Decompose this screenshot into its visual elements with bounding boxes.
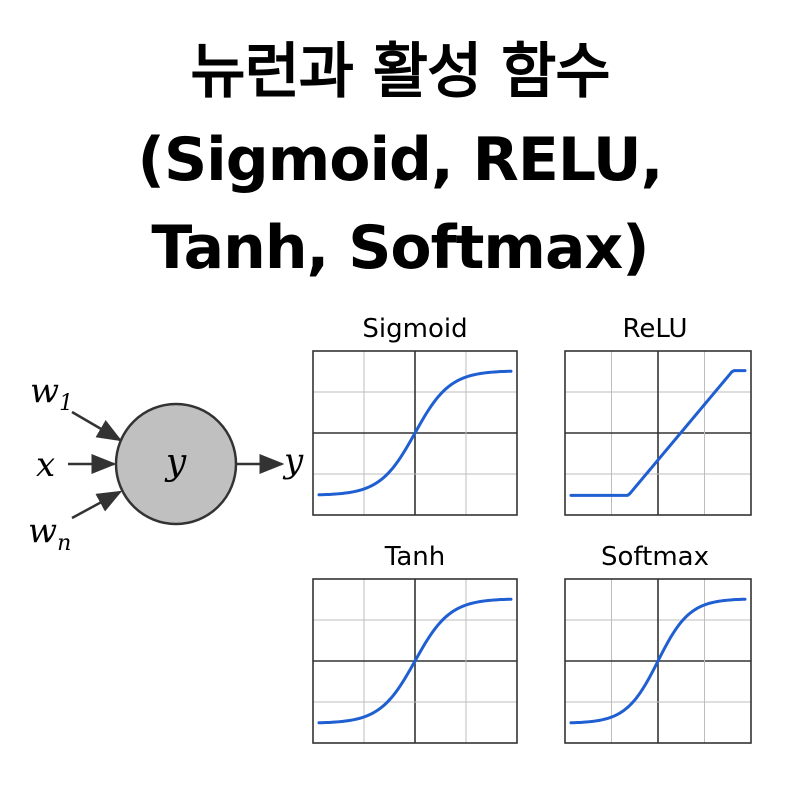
title-line-1: 뉴런과 활성 함수: [190, 37, 610, 107]
plot-frame: [564, 578, 752, 744]
activation-curve-relu: [569, 369, 747, 497]
output-label: y: [282, 441, 304, 481]
plot-tanh: [312, 578, 518, 744]
input-x-label: x: [36, 445, 55, 485]
page-title: 뉴런과 활성 함수 (Sigmoid, RELU, Tanh, Softmax): [0, 28, 800, 292]
title-line-3: Tanh, Softmax): [151, 213, 649, 283]
input-w1-label: w1: [30, 371, 73, 416]
neuron-node-label: y: [164, 442, 187, 483]
plot-softmax: [564, 578, 752, 744]
plot-frame: [312, 350, 518, 516]
input-w1-arrow: [71, 410, 123, 442]
input-wn-arrow: [71, 490, 123, 520]
activation-curve-sigmoid: [317, 369, 513, 497]
plot-label-relu: ReLU: [622, 314, 688, 344]
plot-label-sigmoid: Sigmoid: [362, 314, 468, 344]
neuron-diagram: w1 x wn y y: [28, 371, 304, 556]
plot-frame: [312, 578, 518, 744]
plot-frame: [564, 350, 752, 516]
plot-label-tanh: Tanh: [384, 542, 446, 572]
plot-relu: [564, 350, 752, 516]
activation-curve-tanh: [317, 597, 513, 725]
input-wn-label: wn: [28, 511, 71, 556]
plot-sigmoid: [312, 350, 518, 516]
plot-label-softmax: Softmax: [601, 542, 709, 572]
title-line-2: (Sigmoid, RELU,: [137, 125, 664, 195]
activation-curve-softmax: [569, 597, 747, 725]
